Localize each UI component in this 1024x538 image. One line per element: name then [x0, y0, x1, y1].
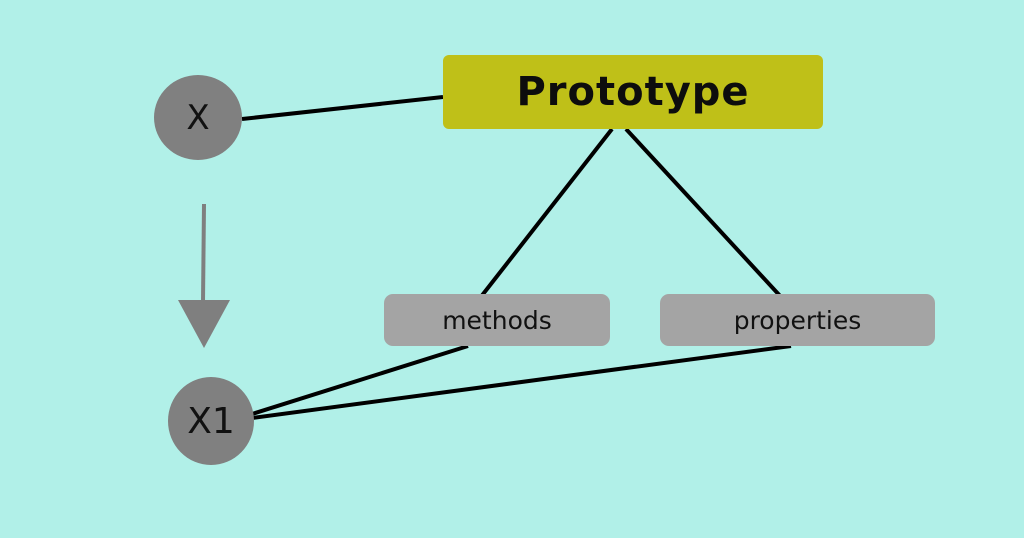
link-x-prototype [241, 95, 444, 121]
node-methods-label: methods [442, 305, 552, 335]
node-x: X [154, 75, 242, 160]
link-x1-methods [251, 344, 469, 416]
link-x1-properties [251, 344, 792, 420]
node-prototype-label: Prototype [516, 69, 750, 115]
arrow-shaft [201, 203, 206, 303]
node-prototype: Prototype [443, 55, 823, 129]
node-x-label: X [186, 97, 210, 138]
link-prototype-properties [624, 127, 784, 300]
arrow-head-icon [178, 300, 230, 348]
link-prototype-methods [478, 127, 614, 300]
node-x1: X1 [168, 377, 254, 465]
node-properties-label: properties [733, 305, 862, 335]
node-properties: properties [660, 294, 935, 346]
node-methods: methods [384, 294, 610, 346]
node-x1-label: X1 [187, 400, 235, 442]
